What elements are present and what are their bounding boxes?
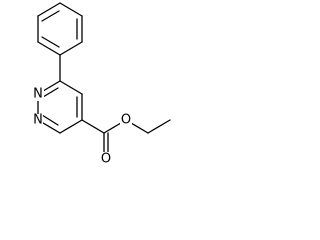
- structure-canvas: N N O O: [33, 2, 171, 167]
- atom-n-upper: N: [33, 87, 44, 102]
- oxygen-label: O: [101, 152, 111, 167]
- pyrimidine-ring: [37, 80, 83, 134]
- double-bond-inner: [42, 87, 59, 98]
- bond: [59, 2, 83, 17]
- double-bond-inner: [41, 10, 60, 22]
- atom-n-lower: N: [33, 113, 43, 128]
- bond: [37, 2, 61, 17]
- double-bond-inner: [41, 114, 59, 126]
- bond: [147, 119, 171, 134]
- oxygen-label: O: [121, 113, 131, 128]
- nitrogen-label: N: [33, 87, 43, 102]
- phenyl-ring: [37, 2, 83, 56]
- bond: [59, 41, 83, 56]
- nitrogen-label: N: [33, 113, 43, 128]
- atom-o-carbonyl: O: [100, 152, 112, 167]
- bond: [59, 119, 83, 134]
- atom-o-ester: O: [120, 113, 132, 128]
- bond: [59, 80, 83, 95]
- double-bond-inner: [41, 36, 60, 48]
- bond: [37, 41, 61, 56]
- molecule-diagram: N N O O: [33, 2, 171, 167]
- bond: [81, 119, 105, 134]
